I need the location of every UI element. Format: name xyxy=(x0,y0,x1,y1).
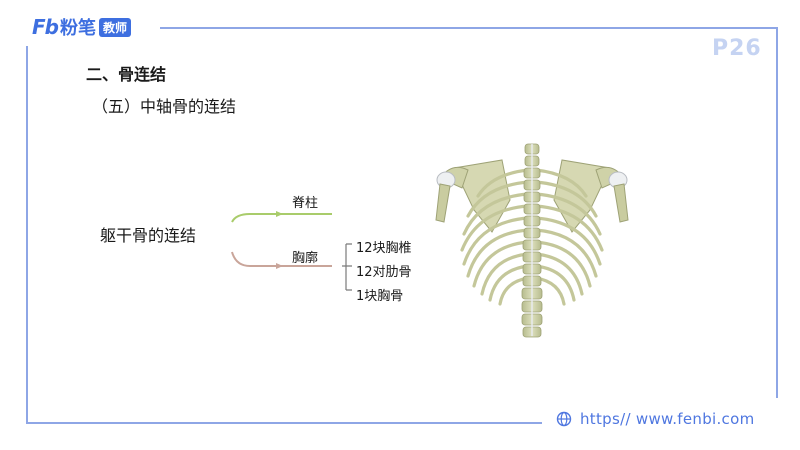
footer: https// www.fenbi.com xyxy=(556,410,755,428)
branch-line-thorax xyxy=(231,251,332,267)
branch-label-spine: 脊柱 xyxy=(292,196,319,211)
right-scapula xyxy=(553,159,625,233)
frame-right-border xyxy=(776,27,778,398)
branch-label-thorax: 胸廓 xyxy=(292,251,319,266)
globe-icon xyxy=(556,411,572,427)
ribs xyxy=(460,168,604,306)
right-humerus xyxy=(613,183,629,223)
section-title: 二、骨连结 xyxy=(86,65,167,84)
ribcage-illustration xyxy=(435,143,629,338)
fenbi-logo: Fb 粉笔 教师 xyxy=(32,14,131,40)
page-number: P26 xyxy=(712,36,762,61)
logo-mark: Fb xyxy=(32,15,59,39)
logo-name: 粉笔 xyxy=(59,18,96,39)
leaf-sternum: 1块胸骨 xyxy=(356,289,404,304)
left-humerus xyxy=(435,183,451,223)
footer-url[interactable]: https// www.fenbi.com xyxy=(580,410,755,428)
frame-bottom-border xyxy=(26,422,542,424)
logo-badge: 教师 xyxy=(98,17,131,37)
thorax-bracket xyxy=(342,243,352,291)
branch-arrow-thorax xyxy=(276,263,283,269)
frame-top-border xyxy=(160,27,778,29)
leaf-thoracic-vertebrae: 12块胸椎 xyxy=(356,241,412,256)
leaf-ribs: 12对肋骨 xyxy=(356,265,412,280)
branch-line-spine xyxy=(231,213,332,223)
left-scapula xyxy=(439,159,511,233)
branch-arrow-spine xyxy=(276,211,283,217)
frame-left-border xyxy=(26,46,28,424)
mind-map-root: 躯干骨的连结 xyxy=(100,226,197,245)
sub-title: （五）中轴骨的连结 xyxy=(92,97,237,116)
